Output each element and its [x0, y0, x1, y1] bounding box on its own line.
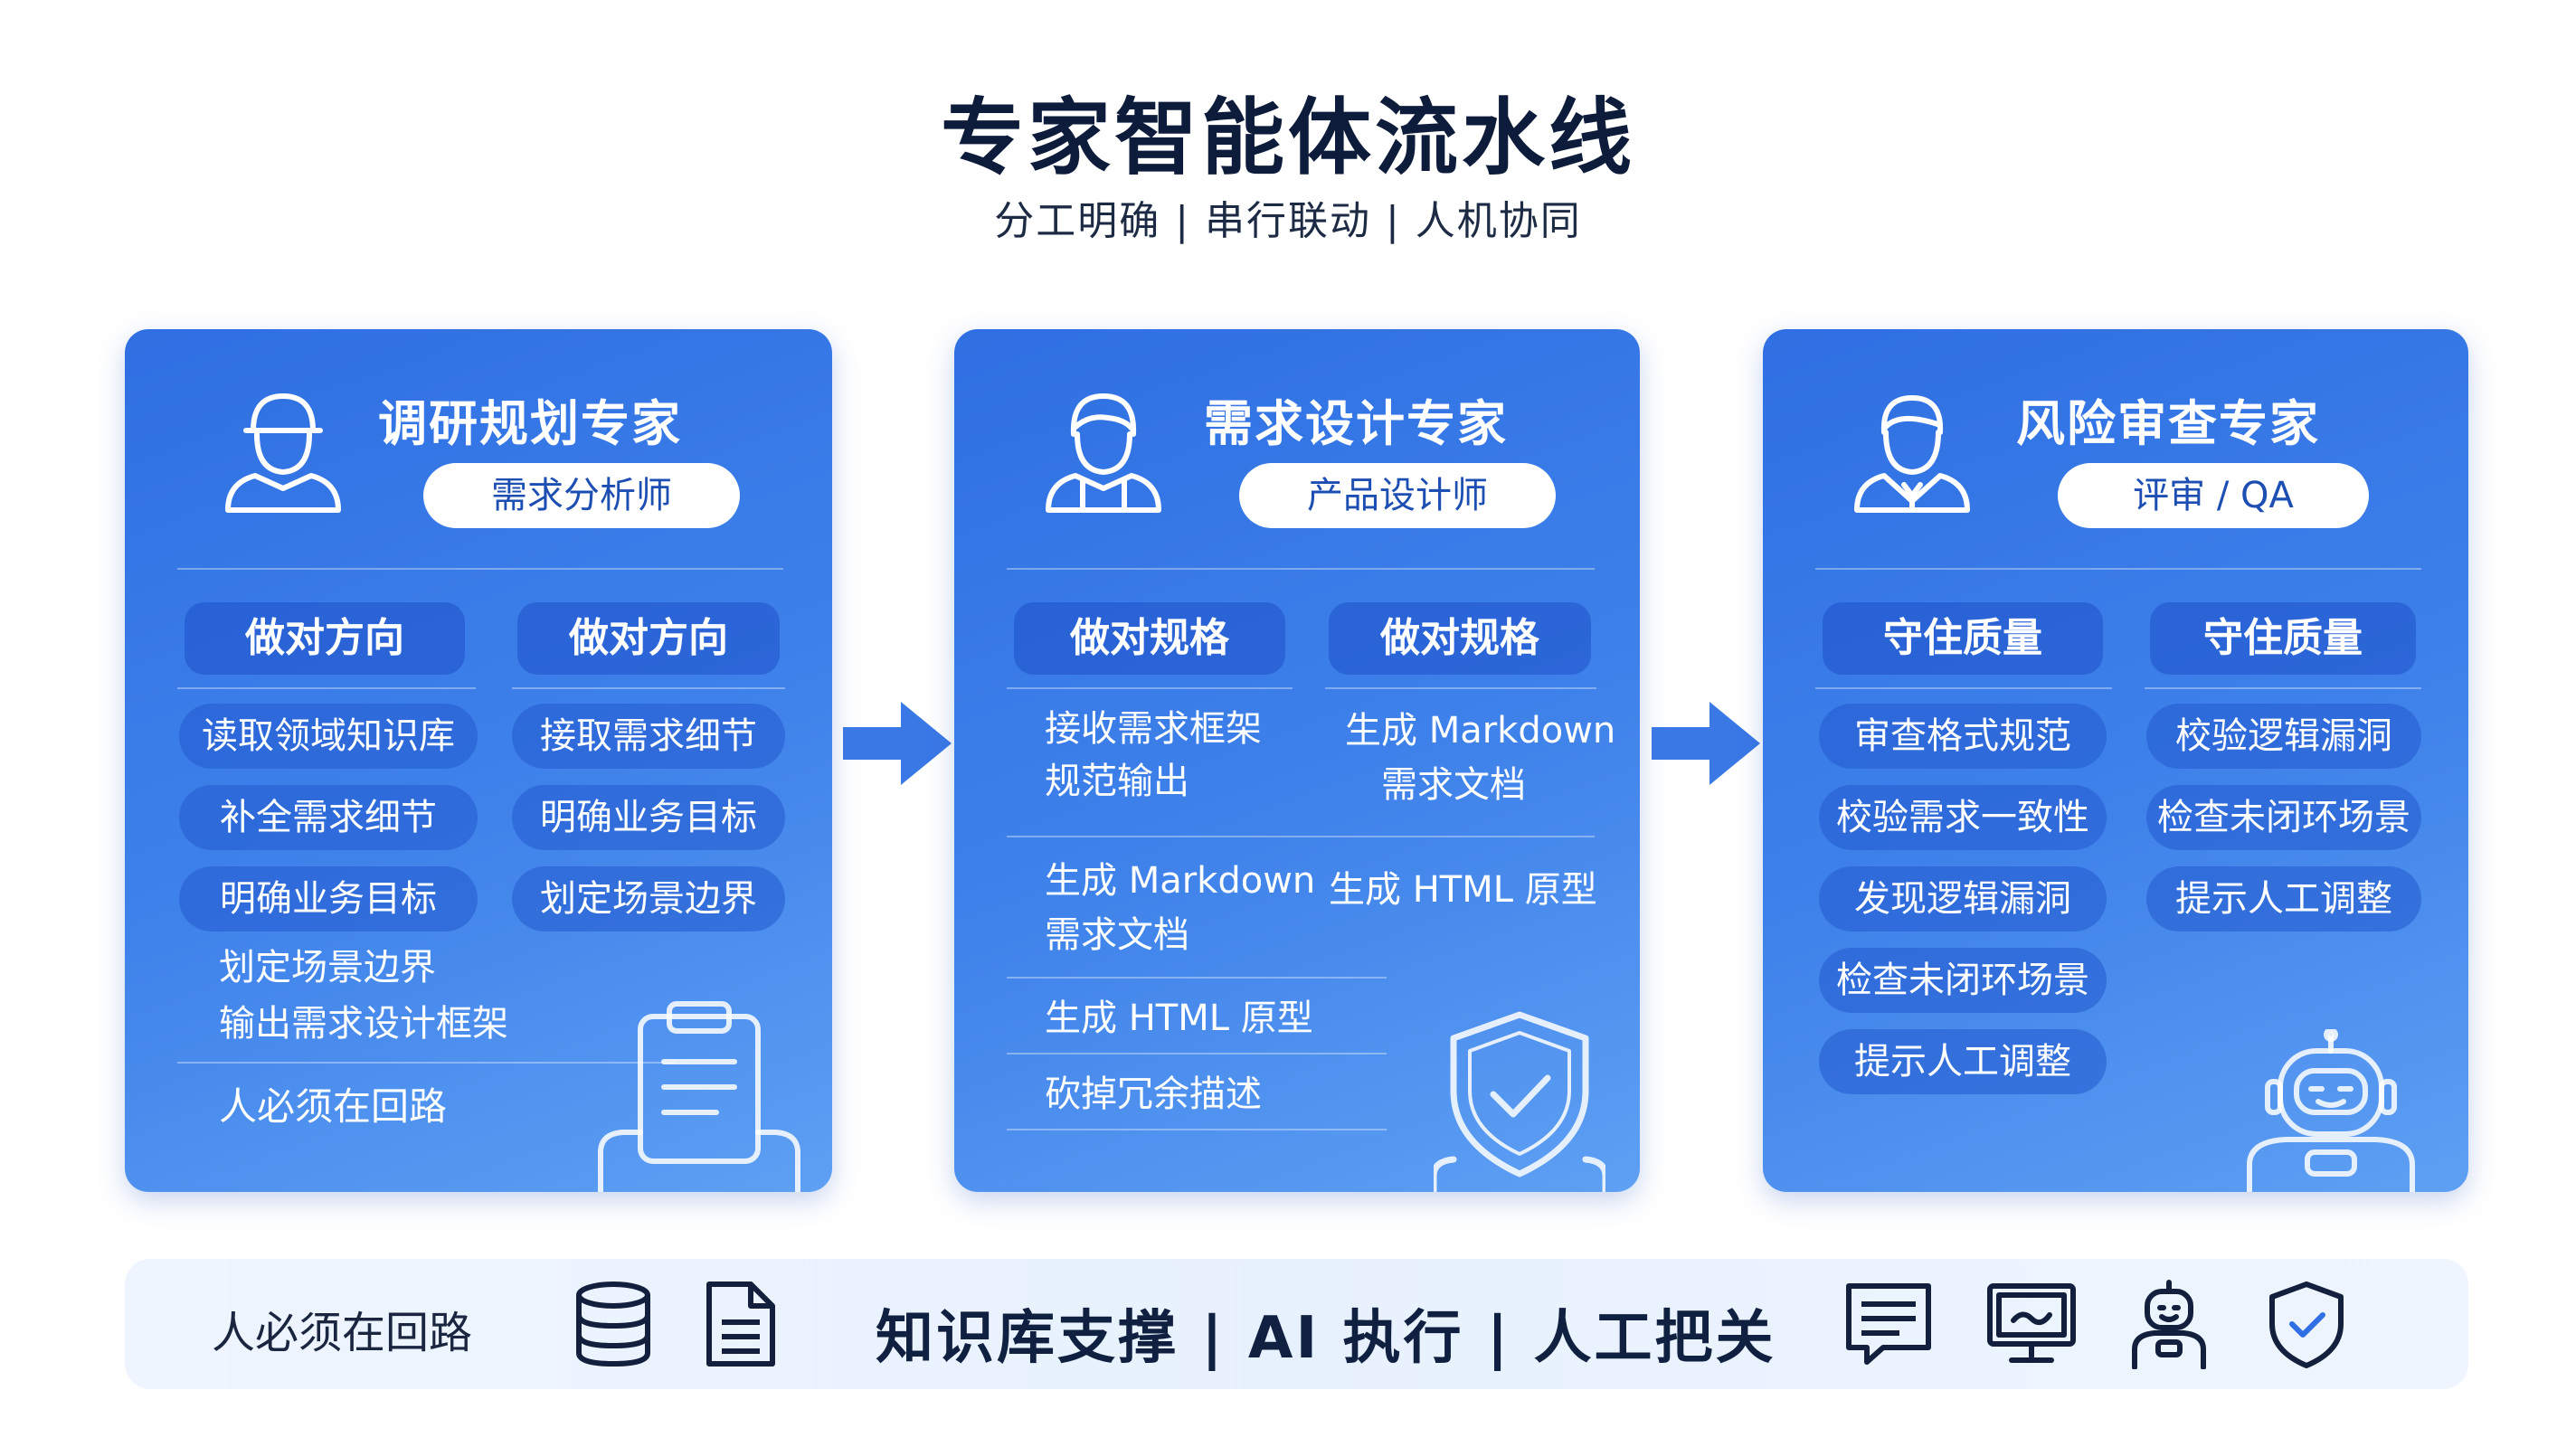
role-pill: 评审 / QA [2058, 463, 2369, 528]
divider [1007, 977, 1387, 979]
divider [512, 687, 785, 689]
divider [2145, 687, 2421, 689]
document-icon [706, 1281, 775, 1367]
reviewer-avatar-icon [1854, 395, 1970, 513]
task-line: 砍掉冗余描述 [1045, 1073, 1262, 1115]
divider [1815, 687, 2112, 689]
divider [1815, 568, 2421, 570]
task-line: 生成 Markdown [1345, 710, 1616, 752]
divider [177, 687, 476, 689]
task-chip: 校验逻辑漏洞 [2146, 704, 2421, 769]
card-requirement-design: 需求设计专家 产品设计师 做对规格 做对规格 接收需求框架 规范输出 生成 Ma… [954, 329, 1640, 1192]
card-title: 调研规划专家 [378, 395, 682, 452]
task-line: 划定场景边界 [219, 947, 436, 988]
task-chip: 提示人工调整 [1819, 1029, 2107, 1094]
task-chip: 校验需求一致性 [1819, 785, 2107, 850]
shield-check-icon [1434, 1011, 1605, 1192]
column-head-right: 做对规格 [1329, 602, 1591, 675]
page-subtitle: 分工明确 | 串行联动 | 人机协同 [994, 198, 1582, 244]
monitor-icon [1987, 1283, 2076, 1363]
column-head-right: 做对方向 [517, 602, 780, 675]
worker-avatar-icon [225, 393, 341, 513]
bottom-bar: 人必须在回路 知识库支撑 | AI 执行 | 人工把关 [125, 1259, 2468, 1389]
task-line: 需求文档 [1381, 764, 1526, 806]
robot-icon [2132, 1280, 2206, 1369]
task-chip: 明确业务目标 [512, 785, 785, 850]
task-chip: 补全需求细节 [179, 785, 478, 850]
database-icon [576, 1281, 650, 1367]
task-chip: 发现逻辑漏洞 [1819, 866, 2107, 932]
task-line: 生成 HTML 原型 [1045, 998, 1313, 1039]
task-chip: 读取领域知识库 [179, 704, 478, 769]
task-line: 生成 HTML 原型 [1329, 869, 1597, 911]
role-pill: 产品设计师 [1239, 463, 1556, 528]
column-head-left: 做对规格 [1014, 602, 1285, 675]
task-line: 规范输出 [1045, 761, 1189, 802]
card-research-planning: 调研规划专家 需求分析师 做对方向 做对方向 读取领域知识库 补全需求细节 明确… [125, 329, 832, 1192]
divider [1007, 1129, 1387, 1130]
task-chip: 划定场景边界 [512, 866, 785, 932]
robot-icon [2247, 1029, 2415, 1192]
shield-check-icon [2269, 1281, 2344, 1368]
divider [1007, 836, 1595, 837]
task-line: 接收需求框架 [1045, 708, 1262, 750]
task-chip: 提示人工调整 [2146, 866, 2421, 932]
column-head-left: 守住质量 [1823, 602, 2103, 675]
designer-avatar-icon [1046, 393, 1161, 513]
divider [1325, 687, 1596, 689]
task-chip: 接取需求细节 [512, 704, 785, 769]
card-risk-review: 风险审查专家 评审 / QA 守住质量 守住质量 审查格式规范 校验需求一致性 … [1763, 329, 2468, 1192]
card-header: 风险审查专家 评审 / QA [1763, 329, 2468, 564]
column-head-right: 守住质量 [2150, 602, 2416, 675]
divider [177, 1062, 675, 1064]
bottom-note: 人必须在回路 [212, 1308, 473, 1358]
task-line: 输出需求设计框架 [219, 1003, 508, 1045]
clipboard-icon [598, 1001, 800, 1192]
chat-document-icon [1846, 1283, 1931, 1365]
task-line: 生成 Markdown [1045, 860, 1316, 902]
task-chip: 检查未闭环场景 [1819, 948, 2107, 1013]
flow-arrow-icon [1652, 702, 1760, 785]
task-chip: 审查格式规范 [1819, 704, 2107, 769]
divider [1007, 1053, 1387, 1055]
card-title: 风险审查专家 [2016, 395, 2320, 452]
card-header: 需求设计专家 产品设计师 [954, 329, 1640, 564]
bottom-slogan: 知识库支撑 | AI 执行 | 人工把关 [876, 1305, 1776, 1372]
column-head-left: 做对方向 [185, 602, 465, 675]
divider [177, 568, 783, 570]
task-line: 需求文档 [1045, 914, 1189, 956]
card-title: 需求设计专家 [1204, 395, 1508, 452]
divider [1007, 687, 1293, 689]
divider [1007, 568, 1595, 570]
card-header: 调研规划专家 需求分析师 [125, 329, 832, 564]
task-chip: 明确业务目标 [179, 866, 478, 932]
role-pill: 需求分析师 [423, 463, 740, 528]
card-footer-note: 人必须在回路 [219, 1084, 448, 1129]
flow-arrow-icon [843, 702, 952, 785]
page-title: 专家智能体流水线 [940, 90, 1635, 186]
task-chip: 检查未闭环场景 [2146, 785, 2421, 850]
